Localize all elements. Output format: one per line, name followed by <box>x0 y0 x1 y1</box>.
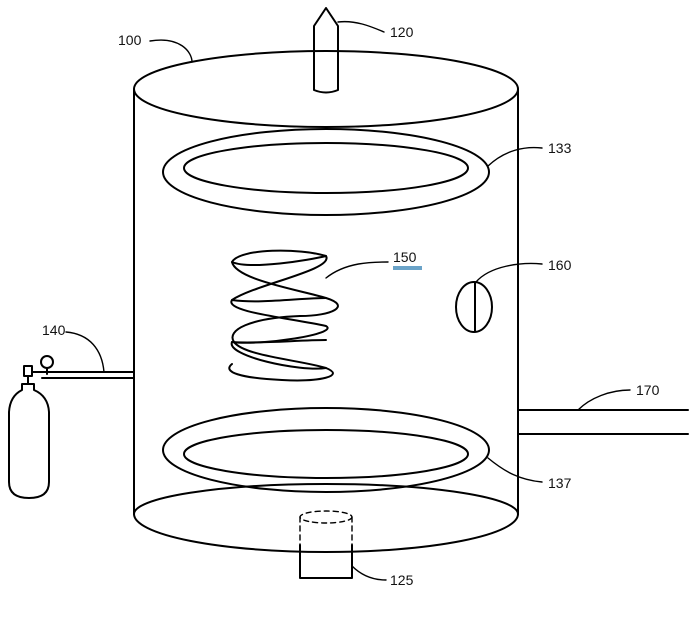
lower-ring-inner <box>183 429 469 479</box>
lower-ring-outer <box>162 407 490 493</box>
label-170: 170 <box>636 382 660 398</box>
side-pipe <box>517 409 689 435</box>
coil-strand-a <box>228 249 339 382</box>
leader-137 <box>487 457 543 483</box>
label-125: 125 <box>390 572 414 588</box>
chamber <box>133 50 519 553</box>
bottom-outlet <box>299 510 353 579</box>
leader-160 <box>475 262 543 283</box>
leader-170 <box>577 389 631 411</box>
label-100: 100 <box>118 32 142 48</box>
top-outlet <box>313 7 339 94</box>
label-160: 160 <box>548 257 572 273</box>
upper-ring <box>162 128 490 216</box>
leader-lines <box>65 20 631 581</box>
coil-strand-c <box>231 297 327 344</box>
bottom-outlet-top-dashed <box>299 510 353 524</box>
label-120: 120 <box>390 24 414 40</box>
gas-cylinder <box>8 383 50 499</box>
viewport-window <box>455 281 493 333</box>
upper-ring-outer <box>162 128 490 216</box>
reference-labels: 100 120 133 137 140 150 160 170 125 <box>42 24 660 588</box>
top-outlet-nozzle <box>313 7 339 94</box>
chamber-bottom-back <box>133 483 519 515</box>
upper-ring-inner <box>183 142 469 194</box>
regulator-valve <box>23 365 33 377</box>
window-body <box>455 281 493 333</box>
leader-133 <box>487 146 543 167</box>
coil-strand-b <box>230 255 329 370</box>
label-150: 150 <box>393 249 417 265</box>
leader-100 <box>149 39 193 63</box>
coil <box>228 249 339 382</box>
leader-140 <box>65 331 105 373</box>
leader-150 <box>325 261 389 279</box>
label-137: 137 <box>548 475 572 491</box>
lower-ring <box>162 407 490 493</box>
pressure-gauge <box>40 355 54 369</box>
chamber-bottom-front <box>133 513 519 553</box>
bottom-outlet-pipe <box>299 544 353 579</box>
leader-125 <box>351 565 387 581</box>
label-133: 133 <box>548 140 572 156</box>
gas-supply <box>8 355 135 499</box>
leader-120 <box>337 20 385 33</box>
label-140: 140 <box>42 322 66 338</box>
